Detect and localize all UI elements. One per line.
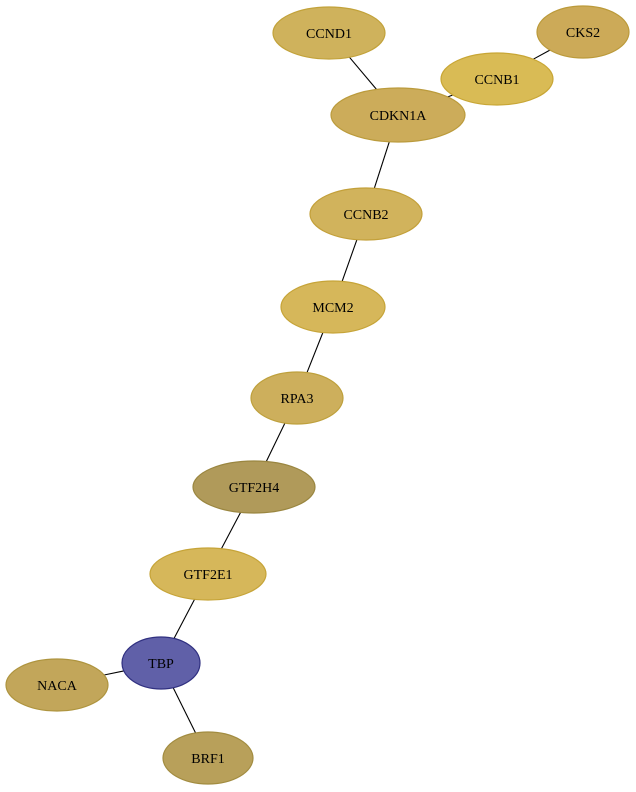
node-label: GTF2H4 xyxy=(229,481,280,496)
node-ccnb2[interactable]: CCNB2 xyxy=(309,187,423,241)
node-label: TBP xyxy=(148,657,174,672)
network-edges xyxy=(103,49,551,734)
edge-ccnb1-cdkn1a xyxy=(447,94,454,98)
edge-tbp-brf1 xyxy=(172,687,197,734)
node-shape[interactable] xyxy=(536,5,630,59)
node-tbp[interactable]: TBP xyxy=(121,636,201,690)
node-label: CCND1 xyxy=(306,27,352,42)
node-label: RPA3 xyxy=(281,392,314,407)
node-shape[interactable] xyxy=(330,87,466,143)
node-shape[interactable] xyxy=(162,731,254,785)
node-label: CDKN1A xyxy=(370,109,428,124)
node-gtf2h4[interactable]: GTF2H4 xyxy=(192,460,316,514)
edge-cks2-ccnb1 xyxy=(533,49,551,60)
edge-mcm2-rpa3 xyxy=(306,332,324,373)
node-cks2[interactable]: CKS2 xyxy=(536,5,630,59)
edge-ccnd1-cdkn1a xyxy=(348,56,377,90)
node-gtf2e1[interactable]: GTF2E1 xyxy=(149,547,267,601)
node-brf1[interactable]: BRF1 xyxy=(162,731,254,785)
node-mcm2[interactable]: MCM2 xyxy=(280,280,386,334)
node-cdkn1a[interactable]: CDKN1A xyxy=(330,87,466,143)
edge-cdkn1a-ccnb2 xyxy=(373,141,390,189)
node-shape[interactable] xyxy=(440,52,554,106)
node-label: CKS2 xyxy=(566,26,600,41)
node-rpa3[interactable]: RPA3 xyxy=(250,371,344,425)
node-label: CCNB1 xyxy=(474,73,519,88)
node-shape[interactable] xyxy=(250,371,344,425)
node-label: NACA xyxy=(37,679,78,694)
node-ccnd1[interactable]: CCND1 xyxy=(272,6,386,60)
node-shape[interactable] xyxy=(5,658,109,712)
edge-tbp-naca xyxy=(103,670,124,676)
edge-ccnb2-mcm2 xyxy=(341,239,358,282)
node-shape[interactable] xyxy=(280,280,386,334)
edge-rpa3-gtf2h4 xyxy=(265,422,286,462)
node-shape[interactable] xyxy=(121,636,201,690)
node-shape[interactable] xyxy=(149,547,267,601)
edge-gtf2h4-gtf2e1 xyxy=(220,512,242,549)
node-shape[interactable] xyxy=(309,187,423,241)
edge-gtf2e1-tbp xyxy=(173,599,196,639)
node-label: CCNB2 xyxy=(343,208,388,223)
node-label: GTF2E1 xyxy=(184,568,233,583)
node-naca[interactable]: NACA xyxy=(5,658,109,712)
node-ccnb1[interactable]: CCNB1 xyxy=(440,52,554,106)
node-shape[interactable] xyxy=(192,460,316,514)
node-shape[interactable] xyxy=(272,6,386,60)
node-label: BRF1 xyxy=(191,752,224,767)
node-label: MCM2 xyxy=(312,301,353,316)
